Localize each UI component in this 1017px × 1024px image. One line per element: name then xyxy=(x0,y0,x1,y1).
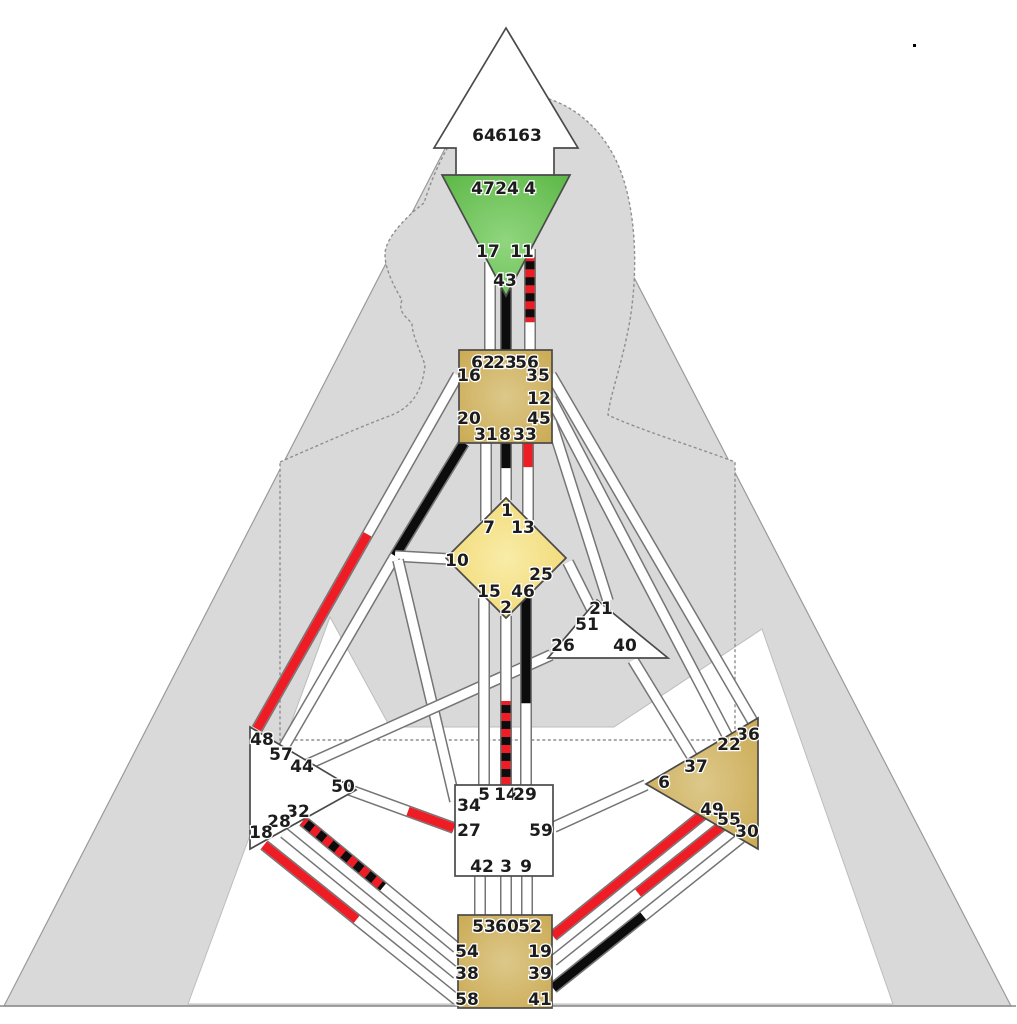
gate-55: 55 xyxy=(717,810,741,830)
gate-47: 47 xyxy=(471,179,495,199)
gate-32: 32 xyxy=(286,802,310,822)
gate-56: 56 xyxy=(515,353,539,373)
gate-6: 6 xyxy=(658,773,670,793)
gate-11: 11 xyxy=(510,242,534,262)
gate-40: 40 xyxy=(613,636,637,656)
gate-14: 14 xyxy=(494,785,518,805)
gate-37: 37 xyxy=(684,757,708,777)
channel-51-25 xyxy=(562,559,598,613)
gate-62: 62 xyxy=(471,353,495,373)
gate-22: 22 xyxy=(717,735,741,755)
channel-18-58 xyxy=(260,840,461,1005)
gate-15: 15 xyxy=(477,582,501,602)
gate-29: 29 xyxy=(513,785,537,805)
gate-26: 26 xyxy=(551,636,575,656)
gate-12: 12 xyxy=(527,389,551,409)
channel-20-junction xyxy=(389,439,470,560)
gate-25: 25 xyxy=(529,565,553,585)
gate-5: 5 xyxy=(478,785,490,805)
gate-43: 43 xyxy=(493,271,517,291)
channel-6-59 xyxy=(551,779,649,833)
gate-35: 35 xyxy=(526,366,550,386)
channel-40-37 xyxy=(627,656,700,764)
gate-59: 59 xyxy=(529,821,553,841)
gate-19: 19 xyxy=(528,942,552,962)
channel-16-48 xyxy=(251,372,464,732)
gate-2: 2 xyxy=(500,598,512,618)
gate-17: 17 xyxy=(476,242,500,262)
center-g xyxy=(444,496,568,620)
gate-44: 44 xyxy=(290,757,314,777)
gate-54: 54 xyxy=(455,942,479,962)
gate-49: 49 xyxy=(700,800,724,820)
gate-46: 46 xyxy=(511,582,535,602)
gate-38: 38 xyxy=(455,964,479,984)
gate-64: 64 xyxy=(472,126,496,146)
channel-junction-57 xyxy=(275,552,401,756)
gate-23: 23 xyxy=(493,353,517,373)
center-heart xyxy=(546,598,671,659)
channel-50-27 xyxy=(344,783,457,834)
gate-28: 28 xyxy=(267,812,291,832)
gate-50: 50 xyxy=(331,777,355,797)
gate-41: 41 xyxy=(528,990,552,1010)
gate-33: 33 xyxy=(513,425,537,445)
center-ajna xyxy=(440,174,572,298)
gate-4: 4 xyxy=(524,179,536,199)
gate-60: 60 xyxy=(495,917,519,937)
channel-45-21 xyxy=(545,419,614,603)
gate-10: 10 xyxy=(445,551,469,571)
channel-35-36 xyxy=(545,371,759,726)
gate-13: 13 xyxy=(511,518,535,538)
center-root xyxy=(457,914,553,1009)
gate-30: 30 xyxy=(735,822,759,842)
gate-58: 58 xyxy=(455,990,479,1010)
channel-32-54 xyxy=(299,816,461,953)
gate-42: 42 xyxy=(470,857,494,877)
gate-57: 57 xyxy=(269,745,293,765)
gate-7: 7 xyxy=(483,518,495,538)
gate-52: 52 xyxy=(518,917,542,937)
gate-1: 1 xyxy=(501,501,513,521)
gate-21: 21 xyxy=(589,599,613,619)
center-sacral xyxy=(454,784,554,877)
centers-layer xyxy=(249,26,759,1009)
gate-51: 51 xyxy=(575,615,599,635)
center-throat xyxy=(458,349,553,444)
head-outline xyxy=(279,93,736,741)
gate-27: 27 xyxy=(457,821,481,841)
gate-45: 45 xyxy=(527,409,551,429)
artifact-dot xyxy=(913,44,916,47)
gate-31: 31 xyxy=(474,425,498,445)
channel-28-38 xyxy=(280,828,461,979)
gate-53: 53 xyxy=(472,917,496,937)
gate-3: 3 xyxy=(500,857,512,877)
channel-12-22 xyxy=(545,396,737,746)
gate-48: 48 xyxy=(250,730,274,750)
gate-16: 16 xyxy=(457,366,481,386)
gate-24: 24 xyxy=(495,179,519,199)
center-spleen xyxy=(249,725,358,851)
channel-junction-10 xyxy=(394,550,450,565)
gate-18: 18 xyxy=(249,823,273,843)
gate-63: 63 xyxy=(518,126,542,146)
gate-39: 39 xyxy=(528,964,552,984)
channel-49-19 xyxy=(549,808,709,941)
gate-9: 9 xyxy=(520,857,532,877)
channels-layer xyxy=(251,146,759,1005)
gate-61: 61 xyxy=(495,126,519,146)
center-solar xyxy=(644,716,759,851)
gate-34: 34 xyxy=(457,796,481,816)
channel-55-39 xyxy=(549,820,727,966)
gate-8: 8 xyxy=(499,425,511,445)
gate-20: 20 xyxy=(457,409,481,429)
channel-junction-34 xyxy=(392,558,461,803)
channel-30-41 xyxy=(549,833,745,993)
gate-36: 36 xyxy=(736,725,760,745)
